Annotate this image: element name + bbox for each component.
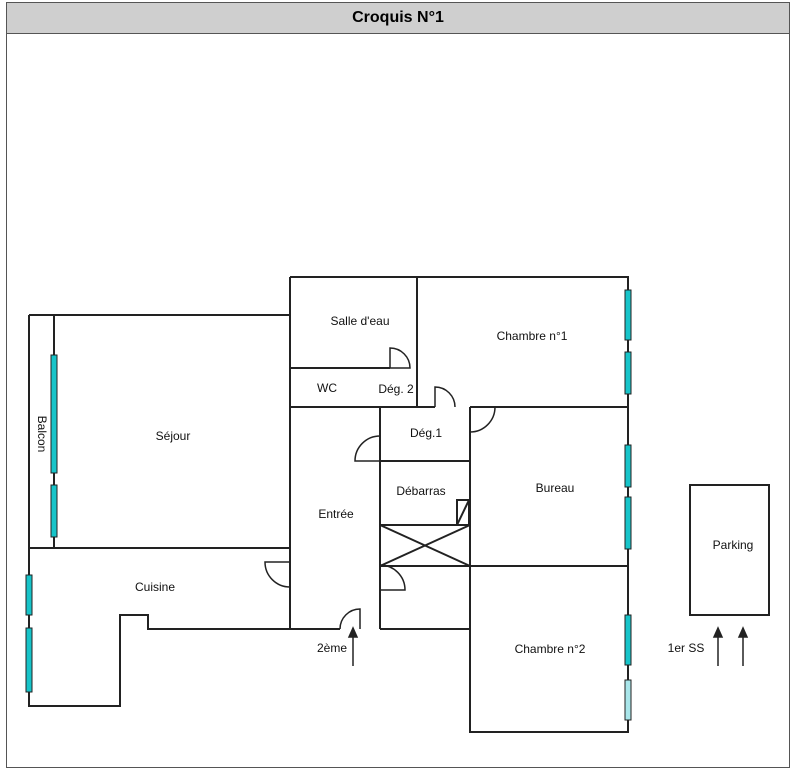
label-debarras: Débarras <box>396 484 445 498</box>
window-chambre2-1 <box>624 614 632 666</box>
window-balcon-1 <box>50 354 58 474</box>
label-deg1: Dég.1 <box>410 426 442 440</box>
doors <box>264 347 496 630</box>
window-chambre1-1 <box>624 289 632 341</box>
label-2eme: 2ème <box>317 641 347 655</box>
label-cuisine: Cuisine <box>135 580 175 594</box>
label-wc: WC <box>317 381 337 395</box>
window-bureau-2 <box>624 496 632 550</box>
window-cuisine-2 <box>25 627 33 693</box>
arrow-parking-2-head <box>737 626 749 638</box>
door-main <box>339 608 361 630</box>
door-deg1 <box>469 406 496 433</box>
wall-outer-left <box>28 315 290 707</box>
debarras-box-diag <box>456 499 470 526</box>
label-parking: Parking <box>713 538 754 552</box>
cupboard-cross-2 <box>379 524 471 567</box>
window-balcon-2 <box>50 484 58 538</box>
label-entree: Entrée <box>318 507 354 521</box>
door-entree <box>379 564 406 591</box>
plan-title: Croquis N°1 <box>7 3 789 34</box>
label-deg2: Dég. 2 <box>378 382 414 396</box>
walls <box>28 276 770 733</box>
label-bureau: Bureau <box>536 481 575 495</box>
arrows <box>347 626 749 666</box>
label-salle-deau: Salle d'eau <box>330 314 389 328</box>
window-bureau-1 <box>624 444 632 488</box>
door-deg2 <box>434 386 456 408</box>
door-cuisine <box>264 561 291 588</box>
label-balcon: Balcon <box>35 416 49 453</box>
arrow-parking-1-head <box>712 626 724 638</box>
door-salle-deau <box>389 347 411 369</box>
arrow-2eme-head <box>347 626 359 638</box>
window-cuisine-1 <box>25 574 33 616</box>
window-chambre2-2 <box>624 679 632 721</box>
window-chambre1-2 <box>624 351 632 395</box>
parking-outline <box>689 484 770 616</box>
label-chambre2: Chambre n°2 <box>515 642 586 656</box>
windows <box>25 289 632 721</box>
label-1er-ss: 1er SS <box>668 641 705 655</box>
label-chambre1: Chambre n°1 <box>497 329 568 343</box>
door-debarras <box>354 435 381 462</box>
label-sejour: Séjour <box>156 429 191 443</box>
plan-frame: Croquis N°1 <box>6 2 790 768</box>
debarras-box <box>456 499 470 526</box>
